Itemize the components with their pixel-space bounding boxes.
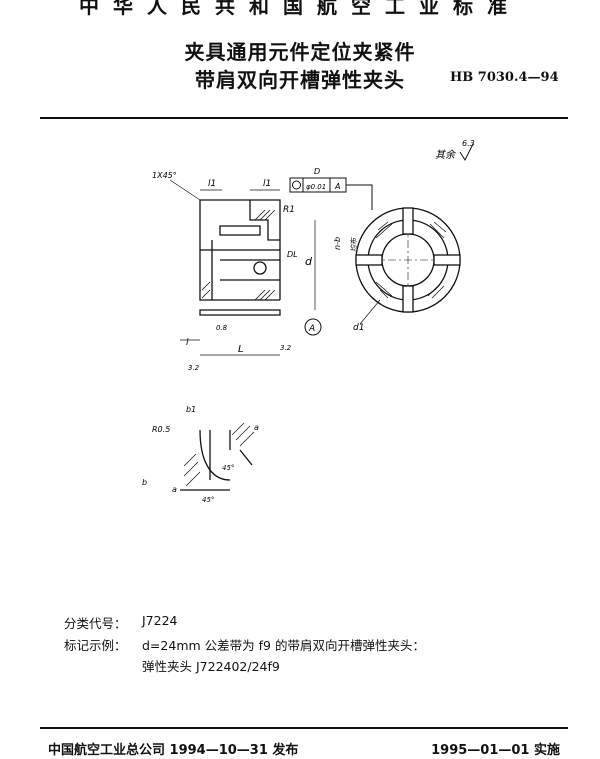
detail-label-45b: 45° <box>202 496 214 504</box>
marking-label: 标记示例： <box>64 638 127 653</box>
header-rule <box>40 117 568 119</box>
section-hatching <box>201 209 276 301</box>
detail-hatching <box>183 422 255 487</box>
label-uniform: 均布 <box>350 237 358 252</box>
label-datum-a: A <box>308 324 315 334</box>
label-chamfer: 1X45° <box>152 171 177 180</box>
label-l1-right: l1 <box>263 179 271 189</box>
label-n-b: n-b <box>333 237 342 250</box>
classification-value: J7224 <box>142 613 178 628</box>
issue-date: 中国航空工业总公司 1994—10—31 发布 <box>48 743 299 758</box>
detail-label-b: b <box>142 478 147 487</box>
label-l: l <box>186 338 189 348</box>
detail-label-45a: 45° <box>222 464 234 472</box>
label-r1: R1 <box>283 205 295 215</box>
detail-label-a: a <box>172 485 177 494</box>
roughness-note: 其余 <box>435 149 457 161</box>
classification-label: 分类代号： <box>64 616 127 631</box>
d1-leader <box>359 299 381 325</box>
label-l1-left: l1 <box>208 179 216 189</box>
footer-rule <box>40 727 568 729</box>
label-d: d <box>305 255 313 268</box>
document-title-line1: 夹具通用元件定位夹紧件 <box>184 40 416 64</box>
end-view <box>355 207 461 313</box>
fcf-datum: A <box>334 182 340 191</box>
dimension-lines <box>169 179 316 356</box>
end-view-hatching <box>375 221 447 299</box>
datum-circle <box>304 318 322 336</box>
marking-line2: 弹性夹头 J722402/24f9 <box>142 659 280 674</box>
detail-view <box>180 429 253 491</box>
label-ra32a: 3.2 <box>188 364 200 372</box>
label-d1: d1 <box>353 323 364 333</box>
section-view <box>199 199 281 316</box>
label-dl: DL <box>287 250 298 259</box>
fcf-tolerance: φ0.01 <box>306 183 326 191</box>
document-title-line2: 带肩双向开槽弹性夹头 <box>195 68 405 92</box>
roughness-symbol <box>459 143 474 162</box>
fcf-ref: D <box>314 167 320 176</box>
standard-title: 中华人民共和国航空工业标准 <box>79 0 521 18</box>
detail-label-a2: a <box>254 423 259 432</box>
marking-line1: d=24mm 公差带为 f9 的带肩双向开槽弹性夹头： <box>142 638 425 653</box>
label-ra08: 0.8 <box>216 324 228 332</box>
roughness-value: 6.3 <box>462 140 475 148</box>
label-ra32b: 3.2 <box>280 344 292 352</box>
label-L: L <box>238 344 244 355</box>
implement-date: 1995—01—01 实施 <box>431 743 560 758</box>
feature-control-frame <box>289 177 373 210</box>
technical-drawing: 其余 6.3 1X45° l1 l1 R1 d DL l L 3.2 3.2 0… <box>142 140 475 504</box>
detail-label-r: R0.5 <box>152 425 170 434</box>
standard-number: HB 7030.4—94 <box>450 70 559 85</box>
detail-label-b1: b1 <box>186 405 196 414</box>
